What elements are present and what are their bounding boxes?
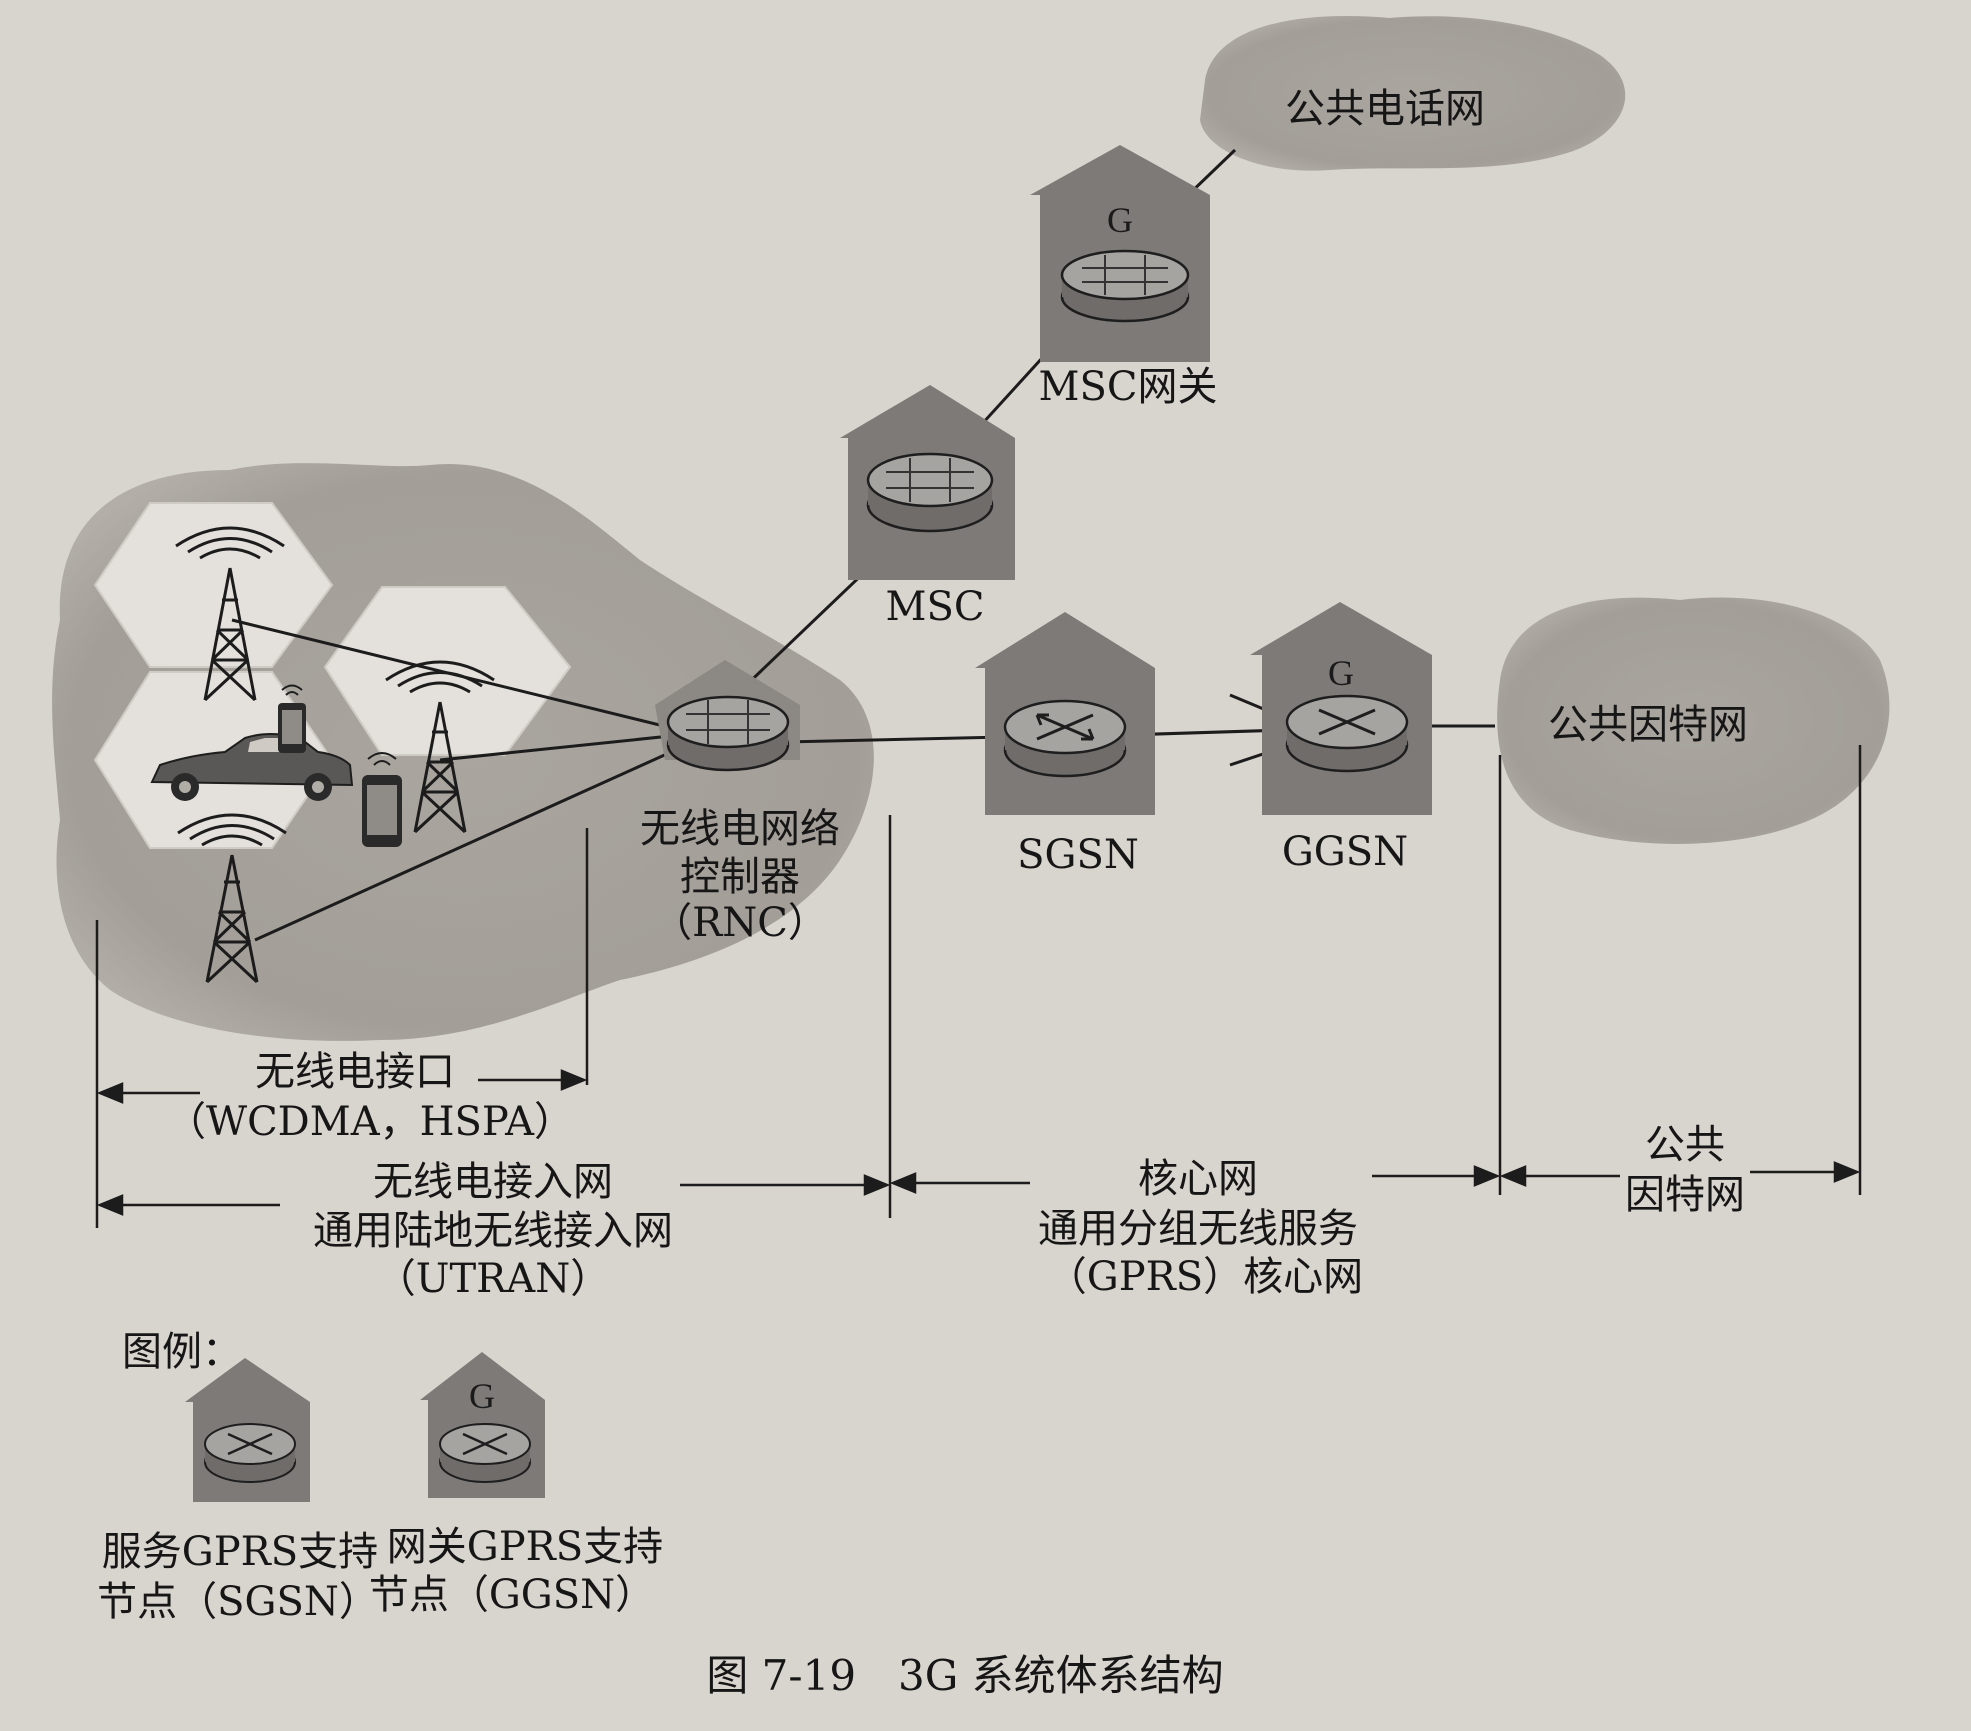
link-tower-bottom-rnc — [254, 746, 681, 942]
ran-label-line3: （UTRAN） — [376, 1256, 610, 1302]
legend-ggsn-g-mark: G — [469, 1376, 495, 1416]
ran-label-line1: 无线电接入网 — [373, 1159, 613, 1205]
link-tower-right-rnc — [439, 733, 681, 762]
msc-gateway-g-mark: G — [1107, 200, 1133, 240]
figure-caption: 图 7-19 3G 系统体系结构 — [706, 1651, 1223, 1700]
msc-router — [866, 452, 994, 533]
rnc-router — [666, 695, 790, 772]
core-label-line1: 核心网 — [1138, 1156, 1258, 1202]
legend-title: 图例： — [122, 1329, 242, 1375]
air-interface-label-line1: 无线电接口 — [255, 1049, 455, 1095]
legend-ggsn-router — [439, 1423, 531, 1483]
cell-tower-right — [385, 660, 495, 834]
ggsn-router — [1285, 694, 1409, 773]
core-label-line2: 通用分组无线服务 — [1038, 1206, 1358, 1252]
legend-sgsn-caption-line1: 服务GPRS支持 — [102, 1529, 378, 1575]
legend-sgsn-caption-line2: 节点（SGSN） — [97, 1579, 379, 1625]
internet-label: 公共因特网 — [1548, 702, 1748, 748]
legend-ggsn-caption-line1: 网关GPRS支持 — [387, 1524, 663, 1570]
cell-tower-top — [175, 526, 285, 702]
msc-label: MSC — [886, 584, 985, 630]
cell-tower-bottom — [177, 813, 287, 984]
phone-icon-car — [278, 684, 306, 753]
cell-hexagon-top — [93, 502, 334, 668]
public-internet-label-line2: 因特网 — [1625, 1172, 1745, 1218]
span-boundaries — [95, 745, 1862, 1228]
rnc-label-line3: （RNC） — [652, 900, 828, 946]
span-arrows — [96, 1069, 1861, 1216]
rnc-label-line2: 控制器 — [680, 854, 800, 900]
core-label-line3: （GPRS）核心网 — [1047, 1254, 1363, 1300]
legend-ggsn-caption-line2: 节点（GGSN） — [369, 1572, 655, 1618]
internet-cloud — [1497, 597, 1890, 844]
ggsn-g-mark: G — [1328, 653, 1354, 693]
public-internet-label-line1: 公共 — [1645, 1122, 1725, 1168]
ran-label-line2: 通用陆地无线接入网 — [313, 1208, 673, 1254]
cell-hexagon-right — [323, 586, 572, 756]
ggsn-label: GGSN — [1282, 829, 1408, 875]
msc-gateway-router — [1060, 249, 1190, 323]
sgsn-label: SGSN — [1017, 832, 1139, 878]
link-rnc-sgsn — [784, 735, 1006, 744]
pstn-cloud — [1200, 15, 1626, 171]
legend-sgsn-router — [204, 1423, 296, 1483]
rnc-label-line1: 无线电网络 — [640, 806, 840, 852]
pstn-label: 公共电话网 — [1285, 86, 1485, 132]
msc-gateway-label: MSC网关 — [1039, 364, 1218, 410]
sgsn-router — [1003, 699, 1127, 778]
phone-icon-cell — [362, 752, 402, 847]
air-interface-label-line2: （WCDMA，HSPA） — [166, 1099, 574, 1145]
